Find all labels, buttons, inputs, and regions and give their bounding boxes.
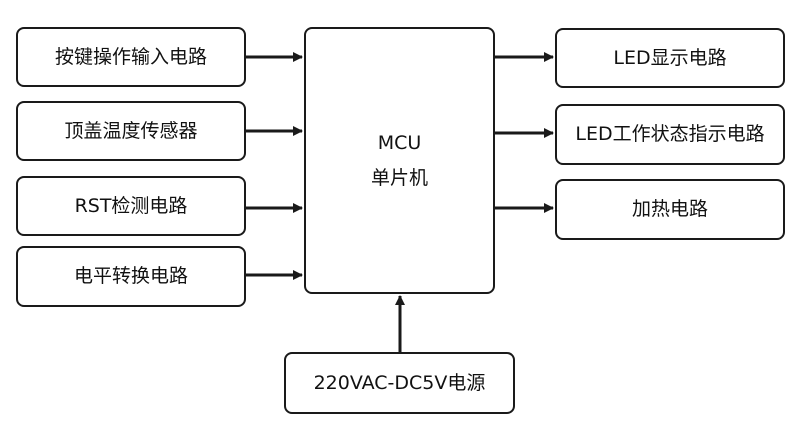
- node-level-shift-circuit: 电平转换电路: [16, 246, 246, 307]
- node-label: 电平转换电路: [73, 265, 188, 287]
- node-label: 加热电路: [631, 198, 708, 220]
- node-label: 220VAC-DC5V电源: [313, 371, 486, 394]
- node-label: 按键操作输入电路: [54, 45, 207, 68]
- node-led-display-circuit: LED显示电路: [555, 28, 785, 88]
- node-rst-detect-circuit: RST检测电路: [16, 176, 246, 236]
- node-keypad-input-circuit: 按键操作输入电路: [16, 27, 246, 87]
- node-power-supply: 220VAC-DC5V电源: [284, 352, 515, 414]
- node-label: RST检测电路: [74, 194, 188, 217]
- node-label: LED工作状态指示电路: [575, 123, 765, 145]
- mcu-subtitle: 单片机: [370, 166, 428, 189]
- node-heater-circuit: 加热电路: [555, 179, 785, 240]
- node-label: 顶盖温度传感器: [64, 119, 198, 142]
- node-lid-temperature-sensor: 顶盖温度传感器: [16, 101, 246, 161]
- node-mcu: MCU 单片机: [304, 27, 495, 294]
- mcu-title: MCU: [377, 131, 422, 154]
- node-led-status-indicator-circuit: LED工作状态指示电路: [555, 104, 785, 165]
- node-label: LED显示电路: [613, 46, 727, 69]
